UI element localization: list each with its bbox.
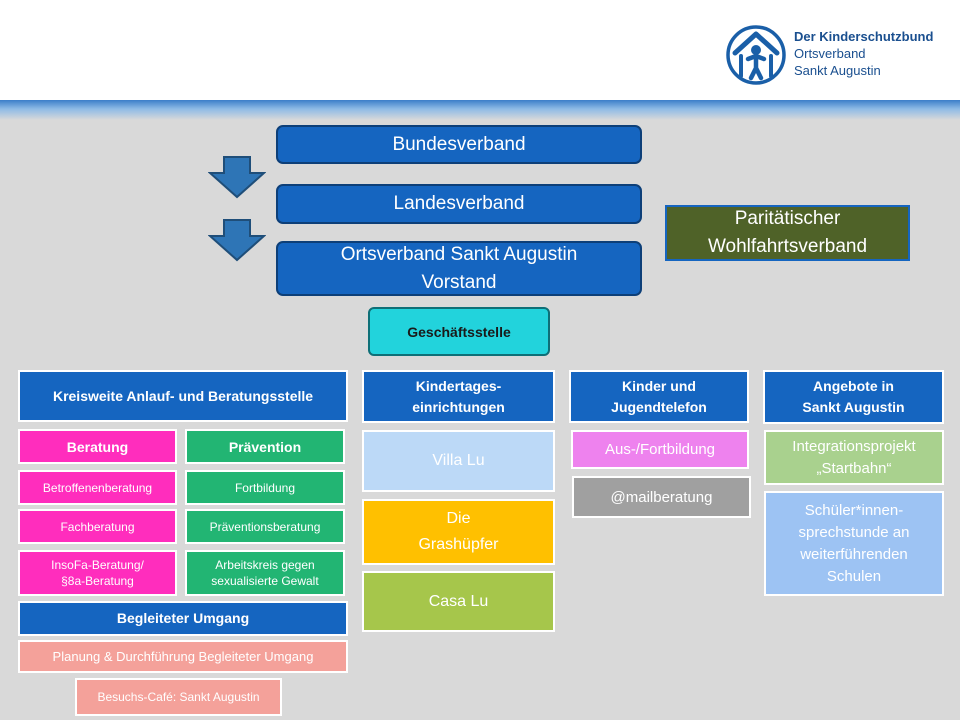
begleiteter-umgang-header: Begleiteter Umgang bbox=[18, 601, 348, 636]
mailberatung-box: @mailberatung bbox=[572, 476, 751, 518]
kinderschutzbund-logo: Der Kinderschutzbund Ortsverband Sankt A… bbox=[726, 20, 946, 90]
begleiteter-umgang-label: Begleiteter Umgang bbox=[116, 610, 250, 626]
logo-line2: Ortsverband bbox=[794, 46, 866, 61]
bundesverband-label: Bundesverband bbox=[392, 133, 526, 155]
fortbildung-box: Fortbildung bbox=[185, 470, 345, 505]
insofa-beratung-box: InsoFa-Beratung/ §8a-Beratung bbox=[18, 550, 177, 596]
insofa-line2: §8a-Beratung bbox=[61, 574, 134, 588]
paritaetischer-box: Paritätischer Wohlfahrtsverband bbox=[665, 205, 910, 261]
arbeitskreis-line2: sexualisierte Gewalt bbox=[211, 574, 319, 588]
fachberatung-label: Fachberatung bbox=[60, 519, 135, 534]
praeventionsberatung-box: Präventionsberatung bbox=[185, 509, 345, 544]
integrationsprojekt-line1: Integrationsprojekt bbox=[792, 437, 916, 455]
landesverband-box: Landesverband bbox=[276, 184, 642, 224]
aus-fortbildung-box: Aus-/Fortbildung bbox=[571, 430, 749, 469]
kinderschutzbund-logo-icon bbox=[726, 25, 786, 85]
jugendtelefon-line1: Kinder und bbox=[622, 377, 696, 394]
angebote-line1: Angebote in bbox=[813, 378, 894, 394]
integrationsprojekt-box: Integrationsprojekt „Startbahn“ bbox=[764, 430, 944, 485]
planung-box: Planung & Durchführung Begleiteter Umgan… bbox=[18, 640, 348, 673]
kindertages-line1: Kindertages- bbox=[415, 377, 502, 394]
logo-line3: Sankt Augustin bbox=[794, 63, 881, 78]
paritaetischer-line1: Paritätischer bbox=[734, 208, 841, 229]
arbeitskreis-line1: Arbeitskreis gegen bbox=[215, 558, 315, 572]
jugendtelefon-header: Kinder und Jugendtelefon bbox=[569, 370, 749, 423]
beratung-header: Beratung bbox=[18, 429, 177, 464]
schueler-line2: sprechstunde an bbox=[798, 523, 910, 541]
kreisweite-label: Kreisweite Anlauf- und Beratungsstelle bbox=[52, 387, 314, 404]
praeventionsberatung-label: Präventionsberatung bbox=[209, 519, 321, 534]
insofa-line1: InsoFa-Beratung/ bbox=[51, 558, 144, 572]
paritaetischer-line2: Wohlfahrtsverband bbox=[707, 236, 868, 257]
besuchs-cafe-label: Besuchs-Café: Sankt Augustin bbox=[97, 690, 260, 704]
villa-lu-label: Villa Lu bbox=[432, 452, 485, 469]
arbeitskreis-box: Arbeitskreis gegen sexualisierte Gewalt bbox=[185, 550, 345, 596]
besuchs-cafe-box: Besuchs-Café: Sankt Augustin bbox=[75, 678, 282, 716]
kindertages-header: Kindertages- einrichtungen bbox=[362, 370, 555, 423]
geschaeftsstelle-label: Geschäftsstelle bbox=[407, 323, 511, 340]
schueler-sprechstunde-box: Schüler*innen- sprechstunde an weiterfüh… bbox=[764, 491, 944, 596]
ortsverband-label: Ortsverband Sankt Augustin bbox=[340, 243, 578, 265]
fachberatung-box: Fachberatung bbox=[18, 509, 177, 544]
landesverband-label: Landesverband bbox=[393, 193, 525, 214]
kreisweite-header: Kreisweite Anlauf- und Beratungsstelle bbox=[18, 370, 348, 422]
integrationsprojekt-line2: „Startbahn“ bbox=[816, 459, 892, 477]
logo-text: Der Kinderschutzbund Ortsverband Sankt A… bbox=[794, 28, 933, 79]
schueler-line3: weiterführenden bbox=[800, 545, 908, 563]
schueler-line1: Schüler*innen- bbox=[804, 501, 904, 519]
villa-lu-box: Villa Lu bbox=[362, 430, 555, 492]
vorstand-label: Vorstand bbox=[421, 271, 497, 293]
jugendtelefon-line2: Jugendtelefon bbox=[611, 398, 707, 415]
betroffenenberatung-box: Betroffenenberatung bbox=[18, 470, 177, 505]
casa-lu-box: Casa Lu bbox=[362, 571, 555, 632]
angebote-line2: Sankt Augustin bbox=[802, 399, 905, 415]
geschaeftsstelle-box: Geschäftsstelle bbox=[368, 307, 550, 356]
praevention-label: Prävention bbox=[228, 438, 302, 455]
ortsverband-box: Ortsverband Sankt Augustin Vorstand bbox=[276, 241, 642, 296]
casa-lu-label: Casa Lu bbox=[428, 592, 489, 610]
betroffenenberatung-label: Betroffenenberatung bbox=[42, 480, 153, 495]
fortbildung-label: Fortbildung bbox=[234, 480, 296, 495]
aus-fortbildung-label: Aus-/Fortbildung bbox=[604, 441, 716, 458]
planung-label: Planung & Durchführung Begleiteter Umgan… bbox=[52, 649, 314, 664]
down-arrow-icon bbox=[208, 156, 266, 199]
mailberatung-label: @mailberatung bbox=[610, 488, 713, 506]
schueler-line4: Schulen bbox=[826, 567, 882, 585]
beratung-label: Beratung bbox=[66, 438, 129, 455]
grashuepfer-line2: Grashüpfer bbox=[418, 536, 499, 553]
kindertages-line2: einrichtungen bbox=[412, 398, 505, 415]
header-gradient-bar bbox=[0, 100, 960, 120]
angebote-header: Angebote in Sankt Augustin bbox=[763, 370, 944, 424]
praevention-header: Prävention bbox=[185, 429, 345, 464]
grashuepfer-box: Die Grashüpfer bbox=[362, 499, 555, 565]
grashuepfer-line1: Die bbox=[446, 510, 471, 527]
header: Der Kinderschutzbund Ortsverband Sankt A… bbox=[0, 0, 960, 104]
logo-line1: Der Kinderschutzbund bbox=[794, 29, 934, 44]
bundesverband-box: Bundesverband bbox=[276, 125, 642, 164]
down-arrow-icon bbox=[208, 219, 266, 262]
